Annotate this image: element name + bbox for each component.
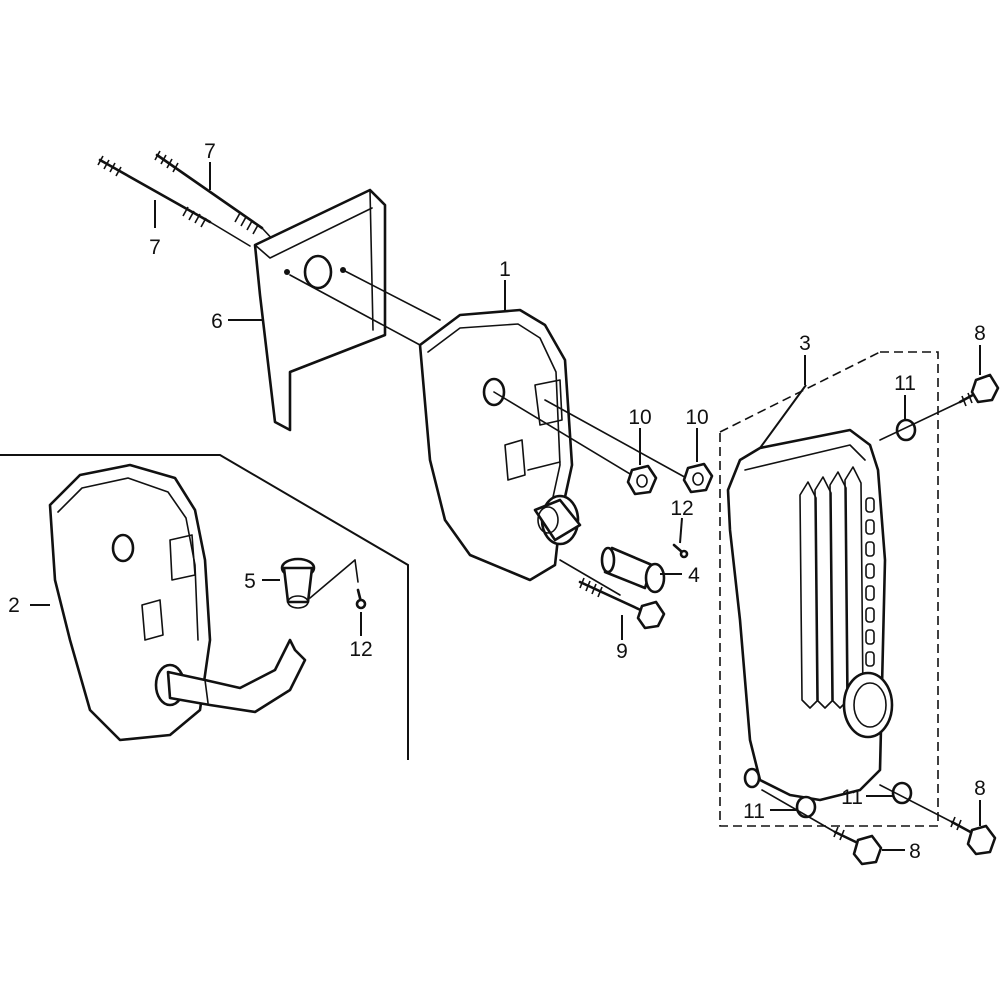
callout-4: 4 bbox=[688, 564, 700, 587]
callout-11-top: 11 bbox=[894, 372, 916, 395]
cover-group-boundary bbox=[719, 351, 939, 827]
flange-bolt bbox=[578, 577, 666, 630]
callout-12-center: 12 bbox=[670, 497, 693, 520]
cover-bolt-bottom-right bbox=[950, 816, 997, 856]
callout-8-top: 8 bbox=[974, 322, 986, 345]
callout-5: 5 bbox=[244, 570, 256, 593]
tapping-screw-inset bbox=[355, 588, 367, 610]
spark-arrester bbox=[600, 546, 666, 594]
callout-8-bottom-left: 8 bbox=[909, 840, 921, 863]
callout-8-bottom-right: 8 bbox=[974, 777, 986, 800]
flange-nut-right bbox=[682, 462, 714, 494]
callout-3: 3 bbox=[799, 332, 811, 355]
leader-lines bbox=[30, 162, 981, 851]
muffler-main bbox=[418, 308, 582, 582]
spark-arrester-alternate bbox=[280, 557, 316, 609]
callout-2: 2 bbox=[8, 594, 20, 617]
heat-shield bbox=[253, 188, 387, 432]
callout-10-left: 10 bbox=[628, 406, 651, 429]
tapping-screw-center bbox=[672, 543, 689, 559]
callout-6: 6 bbox=[211, 310, 223, 333]
callout-1: 1 bbox=[499, 258, 511, 281]
cover-bolt-top bbox=[958, 373, 1000, 407]
cover-bolt-bottom-left bbox=[833, 826, 883, 866]
callout-9: 9 bbox=[616, 640, 628, 663]
callout-11-bottom-right: 11 bbox=[841, 786, 863, 809]
collar-bottom-left bbox=[795, 795, 817, 819]
callout-11-bottom-left: 11 bbox=[743, 800, 765, 823]
callout-7-upper: 7 bbox=[204, 140, 216, 163]
flange-nut-left bbox=[626, 464, 658, 496]
muffler-protector bbox=[726, 428, 894, 802]
callout-12-inset: 12 bbox=[349, 638, 372, 661]
muffler-alternate bbox=[48, 463, 307, 742]
callout-7-lower: 7 bbox=[149, 236, 161, 259]
mount-hole-bottom bbox=[743, 767, 761, 789]
callout-10-right: 10 bbox=[685, 406, 708, 429]
stud-bolt-upper bbox=[154, 150, 264, 235]
inset-boundary-line bbox=[0, 454, 409, 760]
stud-bolt-lower bbox=[97, 155, 212, 228]
